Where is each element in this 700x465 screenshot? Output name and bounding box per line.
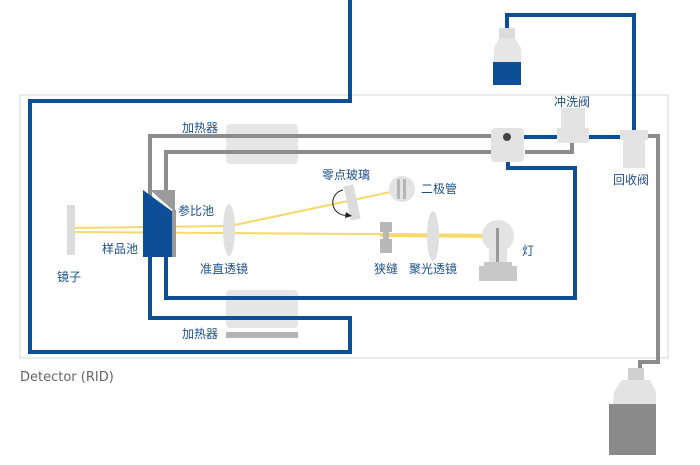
gray-tubing — [148, 134, 660, 378]
detector-frame — [19, 94, 669, 359]
junction-block — [491, 128, 524, 162]
waste-bottle — [609, 368, 656, 455]
junction-port — [503, 133, 511, 141]
slit — [380, 222, 392, 253]
zero-glass — [343, 184, 361, 221]
label-diode: 二极管 — [421, 182, 458, 196]
label-reference-cell: 参比池 — [178, 204, 215, 218]
recycle-valve[interactable] — [620, 130, 648, 168]
label-recycle-valve: 回收阀 — [613, 173, 650, 187]
condenser-lens — [427, 211, 439, 261]
label-mirror: 镜子 — [57, 270, 82, 284]
label-heater-top: 加热器 — [182, 121, 219, 135]
flow-cell — [143, 190, 176, 257]
label-heater-bottom: 加热器 — [182, 327, 219, 341]
label-slit: 狭缝 — [374, 262, 399, 276]
heater-top — [226, 124, 298, 164]
label-lamp: 灯 — [522, 244, 535, 258]
label-condenser-lens: 聚光透镜 — [409, 262, 458, 276]
mirror — [67, 205, 75, 255]
purge-valve[interactable] — [557, 108, 589, 143]
rotate-arrow-icon — [332, 189, 349, 216]
detector-title: Detector (RID) — [20, 370, 114, 385]
lamp — [479, 220, 517, 281]
label-zero-glass: 零点玻璃 — [322, 168, 371, 182]
solvent-bottle — [493, 28, 521, 85]
collimating-lens — [223, 204, 235, 256]
label-sample-cell: 样品池 — [102, 242, 139, 256]
diode — [389, 176, 415, 202]
label-purge-valve: 冲洗阀 — [554, 95, 591, 109]
label-collimating-lens: 准直透镜 — [200, 262, 249, 276]
